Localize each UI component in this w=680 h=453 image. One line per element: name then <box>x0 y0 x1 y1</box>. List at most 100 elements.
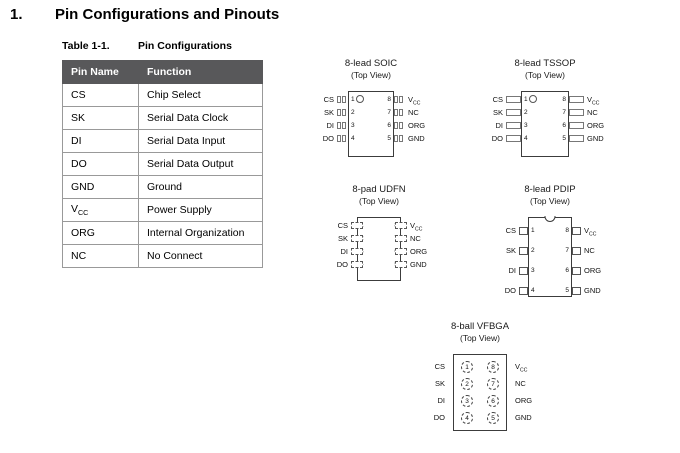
pin-label: NC <box>584 246 595 255</box>
pin-label: SK <box>492 108 503 117</box>
pin-lead <box>572 287 581 295</box>
ball-pad: 4 <box>461 412 473 424</box>
pin-number: 4 <box>531 287 535 294</box>
pin-lead <box>519 287 528 295</box>
pin-label: SK <box>337 234 348 243</box>
section-number: 1. <box>10 6 23 23</box>
pin-label: DI <box>437 396 446 405</box>
pin-number: 2 <box>531 247 535 254</box>
pin-number: 1 <box>351 96 355 103</box>
function-cell: Serial Data Input <box>138 129 263 153</box>
function-cell: No Connect <box>138 244 263 268</box>
function-cell: Power Supply <box>138 198 263 222</box>
lead-segment <box>342 135 346 142</box>
ball-pad: 6 <box>487 395 499 407</box>
pin-label: CS <box>323 95 334 104</box>
pin-lead <box>506 96 521 103</box>
pin-lead <box>395 222 407 229</box>
ball-pad: 7 <box>487 378 499 390</box>
pin-name-cell: VCC <box>62 198 139 222</box>
package-title: 8-ball VFBGA <box>450 321 510 332</box>
pin-label: CS <box>434 362 445 371</box>
ball-pad: 5 <box>487 412 499 424</box>
ball-pad: 2 <box>461 378 473 390</box>
pin-lead <box>569 109 584 116</box>
pin-label: VCC <box>515 362 528 374</box>
pin-label: GND <box>587 134 604 143</box>
table-caption-label: Table 1-1. <box>62 40 110 52</box>
pin-name-cell: GND <box>62 175 139 199</box>
pin-number: 6 <box>387 122 391 129</box>
pin-lead <box>337 135 346 142</box>
pin-lead <box>519 267 528 275</box>
pin-label: GND <box>584 286 601 295</box>
pin-lead <box>337 122 346 129</box>
pin-lead <box>394 122 403 129</box>
pin-lead <box>337 96 346 103</box>
pin-lead <box>351 222 363 229</box>
pin-name-cell: ORG <box>62 221 139 245</box>
pin-lead <box>506 109 521 116</box>
function-cell: Serial Data Output <box>138 152 263 176</box>
pin-name-cell: DI <box>62 129 139 153</box>
pin-lead <box>394 109 403 116</box>
pin-lead <box>394 135 403 142</box>
pin-label: VCC <box>408 95 421 107</box>
pin-number: 7 <box>565 247 569 254</box>
pin-label: ORG <box>410 247 428 256</box>
function-cell: Internal Organization <box>138 221 263 245</box>
table-header-row: Pin Name Function <box>62 60 263 84</box>
pin-label: CS <box>505 226 516 235</box>
pin-lead <box>506 122 521 129</box>
pin-label: DI <box>495 121 504 130</box>
package-subtitle: (Top View) <box>351 70 391 80</box>
lead-segment <box>337 135 341 142</box>
pin-lead <box>569 135 584 142</box>
pin-number: 2 <box>351 109 355 116</box>
pin-number: 7 <box>387 109 391 116</box>
function-header: Function <box>138 60 263 84</box>
pin-lead <box>395 261 407 268</box>
pin-lead <box>572 267 581 275</box>
pin-label: VCC <box>587 95 600 107</box>
pin-lead <box>519 227 528 235</box>
table-header: Pin Name Function <box>62 60 263 84</box>
pin-lead <box>569 122 584 129</box>
lead-segment <box>394 135 398 142</box>
pin-label: SK <box>434 379 445 388</box>
pin1-notch-icon <box>529 95 537 103</box>
top-notch-icon <box>544 216 556 222</box>
pin-label: DO <box>322 134 334 143</box>
package-subtitle: (Top View) <box>359 196 399 206</box>
pin-lead <box>569 96 584 103</box>
pin-number: 8 <box>565 227 569 234</box>
pin-label: NC <box>410 234 421 243</box>
package-subtitle: (Top View) <box>460 333 500 343</box>
package-body <box>348 91 394 157</box>
package-subtitle: (Top View) <box>530 196 570 206</box>
pin-label: DI <box>326 121 335 130</box>
pin-name-cell: NC <box>62 244 139 268</box>
lead-segment <box>399 135 403 142</box>
pin-lead <box>572 247 581 255</box>
lead-segment <box>399 122 403 129</box>
pin-lead <box>506 135 521 142</box>
package-title: 8-lead PDIP <box>524 184 576 195</box>
pin1-notch-icon <box>356 95 364 103</box>
pin-label: ORG <box>515 396 533 405</box>
pin-label: DI <box>508 266 517 275</box>
package-subtitle: (Top View) <box>525 70 565 80</box>
table-caption-title: Pin Configurations <box>138 40 232 52</box>
pin-label: ORG <box>584 266 602 275</box>
pin-label: CS <box>337 221 348 230</box>
pin-name-cell: DO <box>62 152 139 176</box>
function-cell: Serial Data Clock <box>138 106 263 130</box>
